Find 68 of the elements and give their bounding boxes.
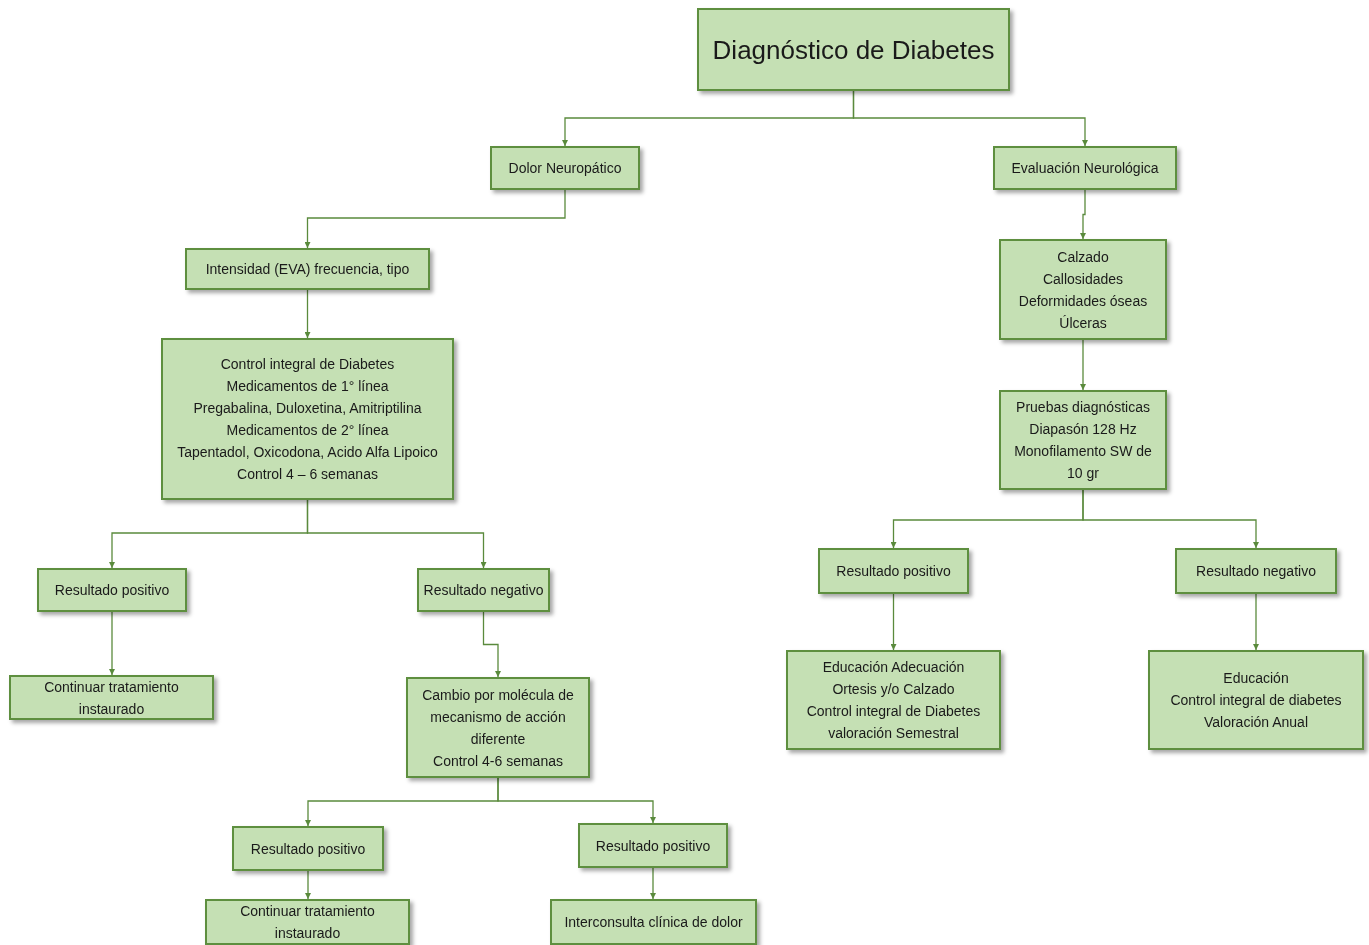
box-text: Educación xyxy=(1223,669,1289,688)
box-text: Evaluación Neurológica xyxy=(1011,159,1159,178)
arrow xyxy=(482,611,501,678)
process-box xyxy=(1175,548,1337,594)
process-box xyxy=(205,899,410,945)
box-text: Ortesis y/o Calzado xyxy=(832,680,955,699)
box-text: Control integral de Diabetes xyxy=(806,702,981,721)
process-box xyxy=(999,239,1167,340)
arrow xyxy=(1080,339,1086,391)
box-text: Deformidades óseas xyxy=(1018,291,1148,311)
process-box xyxy=(406,677,590,778)
box-text: Úlceras xyxy=(1059,313,1107,333)
process-box xyxy=(1148,650,1364,750)
box-text: Resultado positivo xyxy=(54,581,170,600)
box-text: Control 4-6 semanas xyxy=(433,751,563,771)
arrow xyxy=(852,90,1088,147)
box-text: valoración Semestral xyxy=(828,724,959,743)
arrow xyxy=(497,777,656,824)
box-text: Control integral de Diabetes xyxy=(220,355,395,374)
box-text: Control 4 – 6 semanas xyxy=(237,465,378,484)
box-text: Calzado xyxy=(1057,247,1109,267)
arrow xyxy=(890,593,897,651)
process-box xyxy=(578,823,728,868)
arrow xyxy=(305,870,311,900)
box-text: Interconsulta clínica de dolor xyxy=(564,913,743,932)
box-text: Pregabalina, Duloxetina, Amitriptilina xyxy=(193,399,422,418)
box-text: Monofilamento SW de 10 gr xyxy=(1013,442,1153,483)
arrow xyxy=(306,499,487,569)
box-text: Cambio por molécula de mecanismo de acción diferente xyxy=(421,685,575,749)
arrow xyxy=(1253,593,1259,651)
arrow xyxy=(109,611,115,676)
box-text: Educación Adecuación xyxy=(822,658,965,677)
arrow xyxy=(650,867,656,900)
box-text: Continuar tratamiento instaurado xyxy=(239,902,376,943)
process-box xyxy=(786,650,1001,750)
arrow xyxy=(304,289,311,339)
process-box xyxy=(37,568,187,612)
process-box xyxy=(999,390,1167,490)
title-box xyxy=(697,8,1010,91)
box-text: Continuar tratamiento instaurado xyxy=(43,677,180,719)
process-box xyxy=(417,568,550,612)
box-text: Callosidades xyxy=(1042,269,1124,289)
box-text: Resultado negativo xyxy=(423,581,544,600)
process-box xyxy=(993,146,1177,190)
process-box xyxy=(185,248,430,290)
box-text: Resultado positivo xyxy=(595,836,711,856)
box-text: Diapasón 128 Hz xyxy=(1029,420,1137,439)
box-text: Tapentadol, Oxicodona, Acido Alfa Lipoico xyxy=(177,443,438,462)
box-text: Resultado negativo xyxy=(1196,562,1316,581)
box-text: Dolor Neuropático xyxy=(508,159,622,178)
box-text: Resultado positivo xyxy=(836,562,951,581)
process-box xyxy=(161,338,454,500)
process-box xyxy=(550,899,757,945)
process-box xyxy=(490,146,640,190)
process-box xyxy=(9,675,214,720)
arrow xyxy=(1080,189,1086,240)
arrow xyxy=(1082,489,1259,549)
box-text: Pruebas diagnósticas xyxy=(1016,398,1150,417)
process-box xyxy=(232,826,384,871)
box-text: Diagnóstico de Diabetes xyxy=(712,33,995,66)
box-text: Medicamentos de 2° línea xyxy=(226,421,389,440)
box-text: Resultado positivo xyxy=(250,839,366,859)
box-text: Intensidad (EVA) frecuencia, tipo xyxy=(205,260,410,279)
box-text: Valoración Anual xyxy=(1203,713,1308,732)
box-text: Control integral de diabetes xyxy=(1170,691,1342,710)
process-box xyxy=(818,548,969,594)
box-text: Medicamentos de 1° línea xyxy=(226,377,389,396)
arrow xyxy=(304,189,566,249)
